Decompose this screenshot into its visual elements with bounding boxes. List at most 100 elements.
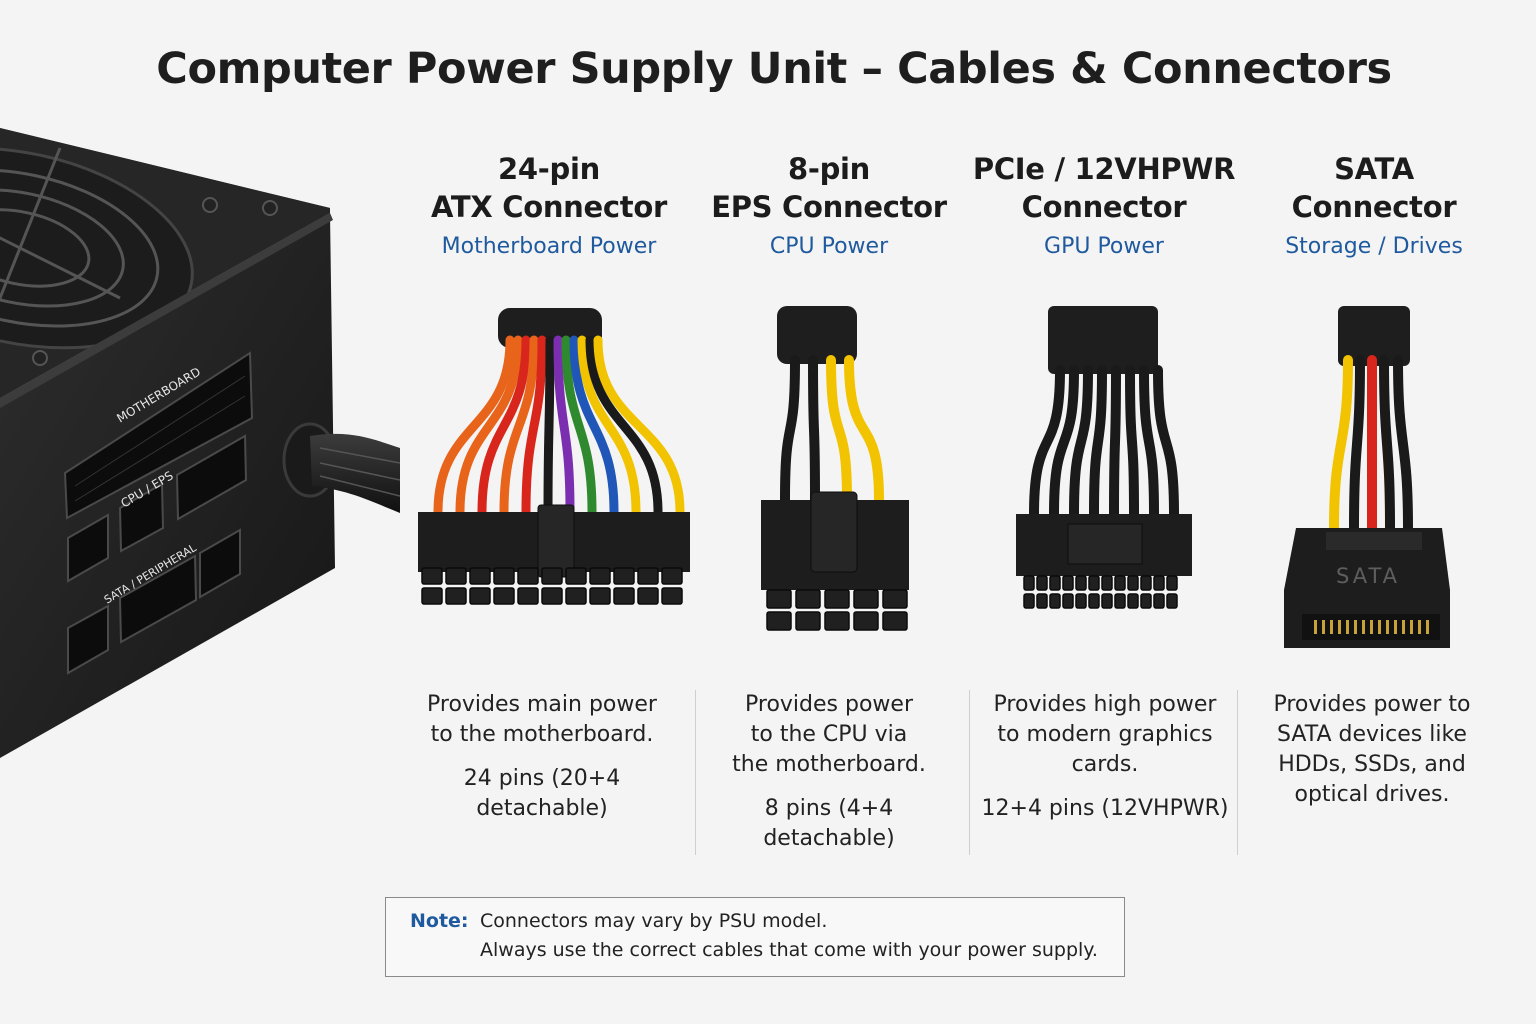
pin-socket (1127, 575, 1139, 591)
pcie-12vhpwr-connector-icon (1016, 306, 1192, 609)
wire (477, 335, 531, 517)
pin-socket (1101, 575, 1113, 591)
pin-socket (1140, 593, 1152, 609)
title-line: Connector (1021, 190, 1187, 224)
description-line: to the CPU via (750, 722, 908, 747)
pin-socket (1153, 593, 1165, 609)
pin-socket (517, 567, 539, 585)
pin-socket (1166, 575, 1178, 591)
pin-socket (795, 611, 821, 631)
sata-power-connector-icon: SATA (1284, 306, 1450, 648)
wire (1139, 365, 1159, 519)
pin-line: 12+4 pins (12VHPWR) (981, 796, 1229, 821)
sata-contact (1346, 620, 1349, 634)
pin-socket (469, 587, 491, 605)
note-line: Connectors may vary by PSU model. (480, 910, 828, 932)
pin-socket (613, 567, 635, 585)
connector-title: SATA Connector (1239, 150, 1509, 226)
description-line: to modern graphics (997, 722, 1213, 747)
connector-title: PCIe / 12VHPWR Connector (969, 150, 1239, 226)
description-line: optical drives. (1294, 782, 1450, 807)
wire (585, 335, 663, 517)
pin-socket (1023, 575, 1035, 591)
pin-socket (1049, 575, 1061, 591)
connector-column-eps: 8-pin EPS Connector CPU Power (694, 150, 964, 262)
pin-socket (1036, 593, 1048, 609)
description-12vhpwr: Provides high power to modern graphics c… (975, 690, 1235, 824)
sata-contact (1426, 620, 1429, 634)
pin-socket (517, 587, 539, 605)
title-line: SATA (1334, 152, 1414, 186)
fan-grill-icon (0, 146, 194, 350)
description-atx: Provides main power to the motherboard. … (412, 690, 672, 824)
description-line: Provides power (745, 692, 913, 717)
pin-socket (766, 589, 792, 609)
pin-socket (445, 567, 467, 585)
screw-icon (262, 200, 278, 216)
sata-contact (1338, 620, 1341, 634)
pin-socket (1127, 593, 1139, 609)
sata-contact (1354, 620, 1357, 634)
connector-title: 8-pin EPS Connector (694, 150, 964, 226)
sata-contact (1362, 620, 1365, 634)
wire (1393, 355, 1413, 533)
connector-subtitle: Motherboard Power (441, 234, 657, 259)
braided-cable (310, 433, 400, 513)
connector-column-sata: SATA Connector Storage / Drives (1239, 150, 1509, 262)
description-line: HDDs, SSDs, and (1278, 752, 1466, 777)
connector-subtitle: GPU Power (1044, 234, 1164, 259)
note-line: Always use the correct cables that come … (480, 939, 1098, 961)
wire (1153, 365, 1179, 519)
title-line: 24-pin (498, 152, 600, 186)
wire (1109, 365, 1121, 519)
wire (1069, 365, 1093, 519)
pin-socket (853, 611, 879, 631)
sata-contact (1330, 620, 1333, 634)
pin-line: 24 pins (20+4 (463, 766, 621, 791)
pin-socket (613, 587, 635, 605)
psu-modular-ports (63, 351, 254, 675)
wire (455, 335, 523, 517)
pin-socket (1075, 593, 1087, 609)
sata-contact (1418, 620, 1421, 634)
wire (433, 335, 515, 517)
pin-count: 8 pins (4+4 detachable) (699, 794, 959, 854)
pin-socket (1114, 593, 1126, 609)
sata-contact (1394, 620, 1397, 634)
connector-title: 24-pin ATX Connector (414, 150, 684, 226)
psu-unit-illustration: MOTHERBOARD CPU / EPS SATA / PERIPHERAL (0, 128, 400, 758)
wire (1329, 355, 1353, 533)
pin-socket (1088, 575, 1100, 591)
pin-socket (541, 567, 563, 585)
pin-socket (1153, 575, 1165, 591)
wire (543, 335, 555, 517)
note-text: Connectors may vary by PSU model. Always… (480, 907, 1098, 965)
description-line: Provides high power (993, 692, 1217, 717)
page-title: Computer Power Supply Unit – Cables & Co… (156, 44, 1392, 94)
pin-socket (1140, 575, 1152, 591)
pin-socket (541, 587, 563, 605)
pin-socket (661, 567, 683, 585)
wire (1029, 365, 1065, 519)
connector-subtitle: Storage / Drives (1285, 234, 1463, 259)
pin-socket (1049, 593, 1061, 609)
pin-count: 24 pins (20+4 detachable) (412, 764, 672, 824)
sata-plug-label: SATA (1336, 564, 1400, 588)
pin-socket (766, 611, 792, 631)
description-sata: Provides power to SATA devices like HDDs… (1242, 690, 1502, 810)
atx-24pin-connector-icon (418, 308, 690, 605)
wire (553, 335, 575, 517)
sata-contact (1386, 620, 1389, 634)
description-line: the motherboard. (732, 752, 926, 777)
pin-socket (661, 587, 683, 605)
pin-socket (1036, 575, 1048, 591)
pin-socket (445, 587, 467, 605)
wire (780, 355, 800, 505)
title-line: ATX Connector (431, 190, 667, 224)
pin-socket (421, 567, 443, 585)
wire (1349, 355, 1365, 533)
pin-socket (882, 611, 908, 631)
pin-socket (1101, 593, 1113, 609)
description-line: to the motherboard. (430, 722, 654, 747)
wire (808, 355, 820, 505)
